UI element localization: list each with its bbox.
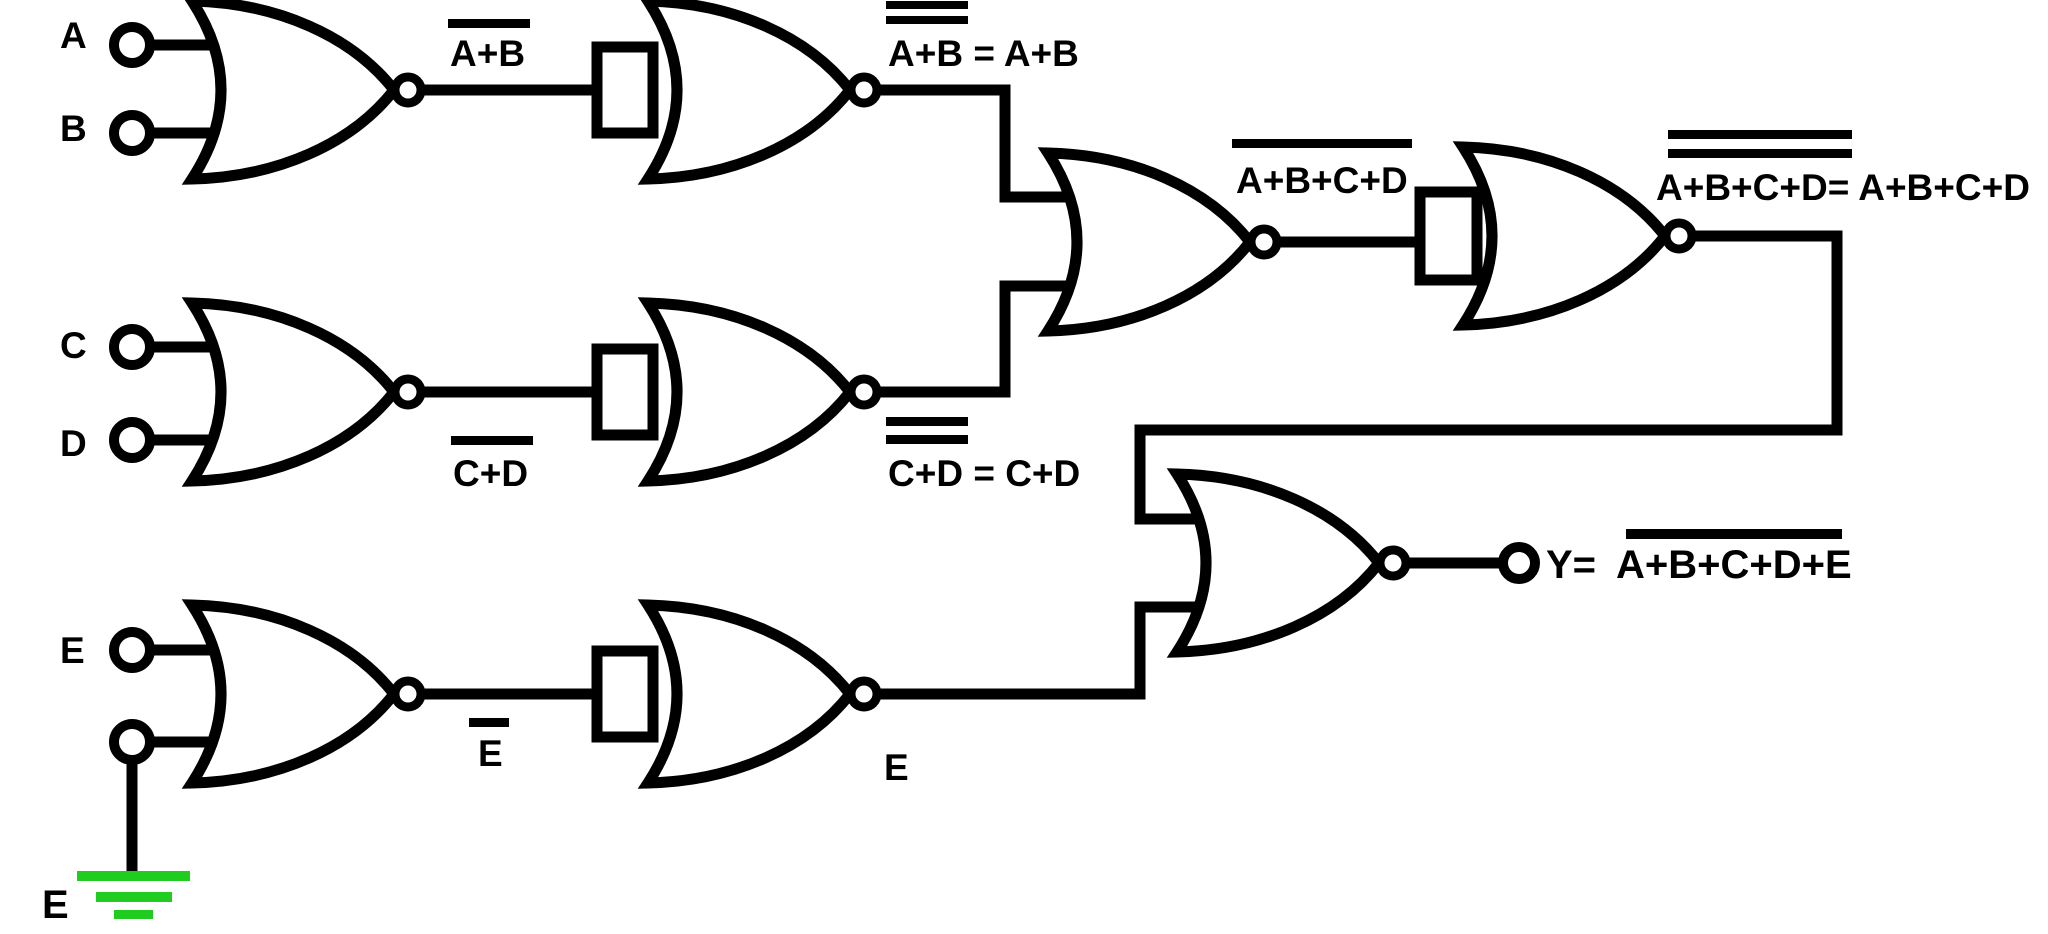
- labels: A B C D E E A+B A+B = A+B C+D C+D = C+D …: [42, 15, 2030, 927]
- double-overline-bar-abcd-2: [1668, 149, 1852, 158]
- signal-label-e-nor: E: [478, 733, 503, 774]
- inverter-input-forks: [591, 41, 1483, 743]
- input-fork-cd: [591, 343, 659, 441]
- nor-inverter-cd: [648, 303, 882, 481]
- input-terminal-a: [109, 22, 155, 68]
- overline-bar-abcd: [1232, 139, 1412, 148]
- nor-gate-cd: [192, 303, 426, 481]
- input-label-a: A: [60, 15, 87, 56]
- signal-label-cd-nor: C+D: [453, 453, 528, 494]
- overline-bar-y: [1626, 529, 1842, 539]
- wire-ab-to-abcd-nor: [864, 84, 1075, 203]
- nor-gate-ab: [192, 1, 426, 179]
- inversion-bubble-icon: [390, 374, 426, 410]
- terminals: [109, 22, 1540, 765]
- double-overline-bar-abcd-1: [1668, 130, 1852, 139]
- input-label-d: D: [60, 423, 87, 464]
- wires: [126, 39, 1843, 874]
- output-label-y-prefix: Y=: [1546, 543, 1596, 587]
- nor-gate-abcd: [1048, 153, 1282, 331]
- ground-bar-2: [96, 892, 172, 902]
- nor-gate-e: [192, 605, 426, 783]
- inversion-bubble-icon: [1661, 218, 1697, 254]
- input-terminal-d: [109, 417, 155, 463]
- ground-bar-3: [114, 910, 153, 919]
- nor-gate-final: [1177, 474, 1411, 652]
- overline-bar-e: [469, 718, 509, 727]
- overline-bars: [448, 1, 1852, 727]
- output-terminal-y: [1498, 542, 1540, 584]
- signal-label-ab-buffer: A+B = A+B: [888, 33, 1079, 74]
- ground-icon: [77, 871, 190, 919]
- double-overline-bar-ab-1: [886, 1, 968, 9]
- inversion-bubble-icon: [1375, 545, 1411, 581]
- input-label-e: E: [60, 630, 85, 671]
- wire-e-to-final-nor: [864, 601, 1205, 700]
- input-fork-e: [591, 645, 659, 743]
- nor-inverter-e: [648, 605, 882, 783]
- double-overline-bar-cd-2: [886, 435, 968, 444]
- inversion-bubble-icon: [846, 676, 882, 712]
- signal-label-ab-nor: A+B: [450, 33, 525, 74]
- ground-bar-1: [77, 871, 190, 881]
- overline-bar-cd: [451, 436, 533, 445]
- input-terminal-b: [109, 110, 155, 156]
- inversion-bubble-icon: [390, 676, 426, 712]
- inversion-bubble-icon: [1246, 224, 1282, 260]
- input-terminal-e2: [109, 719, 155, 765]
- input-fork-abcd: [1414, 186, 1483, 286]
- gates: [192, 1, 1697, 783]
- signal-label-e-buffer: E: [884, 747, 909, 788]
- wire-cd-to-abcd-nor: [864, 280, 1075, 398]
- inversion-bubble-icon: [846, 374, 882, 410]
- nor-inverter-abcd: [1463, 147, 1697, 325]
- input-label-b: B: [60, 108, 87, 149]
- input-terminal-c: [109, 324, 155, 370]
- signal-label-abcd-buffer: A+B+C+D= A+B+C+D: [1656, 167, 2030, 208]
- overline-bar-ab: [448, 19, 530, 28]
- input-fork-ab: [591, 41, 659, 139]
- ground-label-e: E: [42, 883, 69, 927]
- double-overline-bar-ab-2: [886, 16, 968, 24]
- inversion-bubble-icon: [846, 72, 882, 108]
- nor-inverter-ab: [648, 1, 882, 179]
- input-terminal-e: [109, 627, 155, 673]
- inversion-bubble-icon: [390, 72, 426, 108]
- wire-abcd-to-final-nor: [1134, 230, 1843, 525]
- signal-label-cd-buffer: C+D = C+D: [888, 453, 1080, 494]
- signal-label-abcd-nor: A+B+C+D: [1236, 160, 1408, 201]
- output-label-y-expression: A+B+C+D+E: [1616, 543, 1852, 587]
- double-overline-bar-cd-1: [886, 417, 968, 426]
- input-label-c: C: [60, 325, 87, 366]
